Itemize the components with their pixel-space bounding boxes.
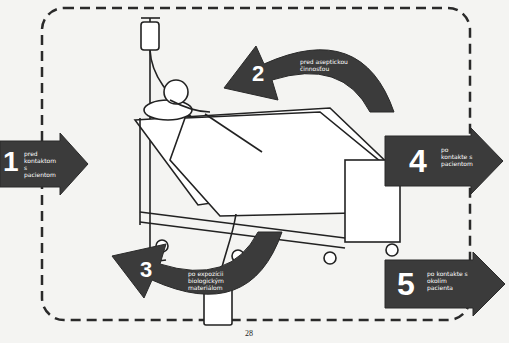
patient-arm [205, 114, 262, 152]
moment-number: 5 [397, 268, 415, 300]
patient-neck [170, 100, 210, 112]
wheel [324, 252, 336, 264]
moment-text: po expozícii biologickým materiálom [188, 270, 242, 291]
patient-head [164, 80, 188, 104]
moment-arrow: 1pred kontaktom s pacientom [0, 133, 88, 195]
pillow [144, 100, 192, 120]
iv-hook [141, 17, 160, 19]
moment-number: 4 [409, 145, 427, 177]
page-number: 28 [245, 330, 253, 338]
moment-text: po kontakte s pacientom [441, 146, 475, 167]
moment-number: 1 [3, 148, 19, 176]
arrow-shape [0, 133, 88, 195]
arrow-shape [385, 128, 503, 194]
arrow-shape [112, 232, 282, 298]
moment-arrow: 2 pred aseptickou činnosťou [222, 28, 398, 113]
arrow-shape [224, 46, 394, 112]
bed-frame [140, 212, 345, 238]
moment-text: pred aseptickou činnosťou [300, 58, 354, 72]
moment-arrow: 4 po kontakte s pacientom [385, 128, 503, 194]
wheel [386, 244, 398, 256]
moment-text: pred kontaktom s pacientom [24, 150, 60, 178]
moment-number: 3 [140, 259, 152, 281]
moment-arrow: 5 po kontakte s okolím pacienta [385, 252, 505, 316]
iv-bag [141, 22, 159, 50]
moment-arrow: 3 po expozícii biologickým materiálom [110, 232, 286, 316]
arrow-shape [385, 252, 505, 316]
moment-number: 2 [252, 63, 264, 85]
bed-frame [140, 222, 345, 248]
moment-text: po kontakte s okolím pacienta [427, 270, 469, 291]
headboard-post [139, 118, 141, 225]
